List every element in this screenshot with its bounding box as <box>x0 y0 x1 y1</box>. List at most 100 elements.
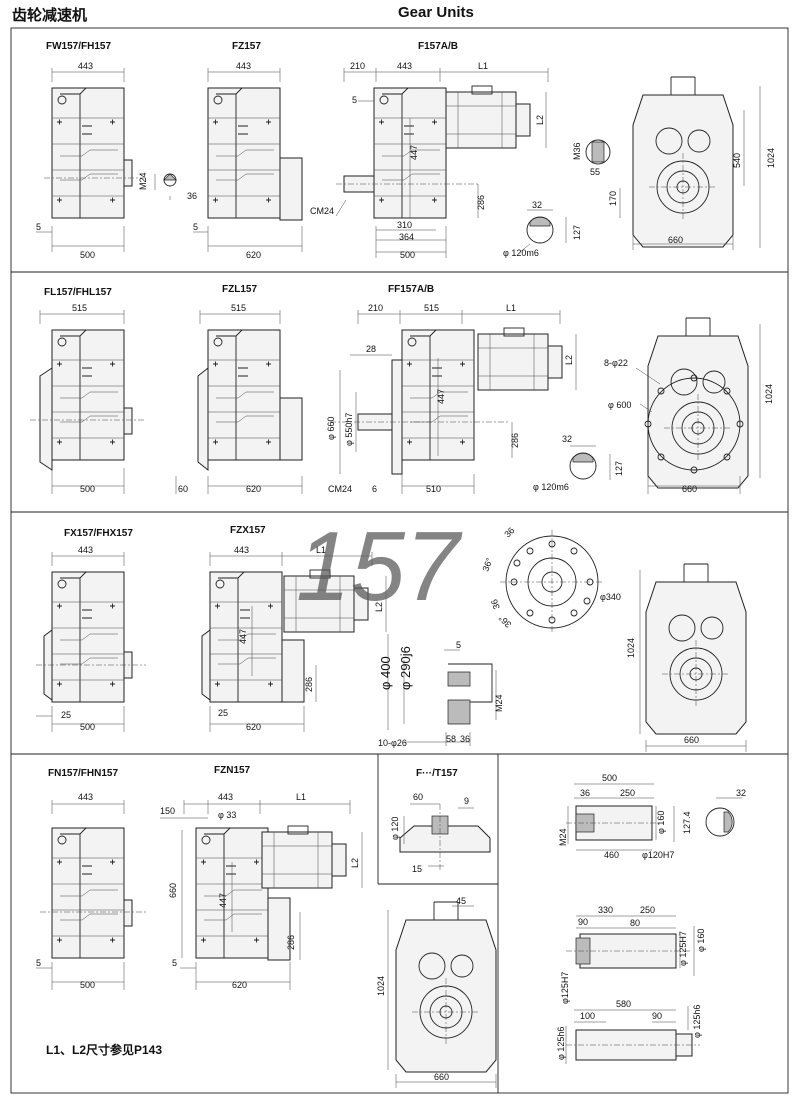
svg-text:127: 127 <box>614 461 624 476</box>
svg-text:φ 33: φ 33 <box>218 810 236 820</box>
dim-443: 443 <box>78 61 93 71</box>
view-fz157: 443 5 620 <box>193 61 303 260</box>
row1: FW157/FH157 FZ157 F157A/B 443 5 500 M24 … <box>36 41 776 260</box>
svg-text:620: 620 <box>246 484 261 494</box>
watermark-157: 157 <box>296 511 463 621</box>
svg-text:660: 660 <box>682 484 697 494</box>
view-output-shaft: 580 100 90 φ 125h6 φ 125h6 <box>556 999 702 1064</box>
svg-text:660: 660 <box>668 235 683 245</box>
svg-text:10-φ26: 10-φ26 <box>378 738 407 748</box>
svg-text:1024: 1024 <box>764 384 774 404</box>
svg-text:25: 25 <box>218 708 228 718</box>
svg-text:CM24: CM24 <box>310 206 334 216</box>
svg-text:φ 125h6: φ 125h6 <box>692 1005 702 1038</box>
svg-text:5: 5 <box>36 958 41 968</box>
svg-text:36: 36 <box>187 191 197 201</box>
svg-text:100: 100 <box>580 1011 595 1021</box>
svg-text:φ 120: φ 120 <box>390 817 400 840</box>
svg-text:36°: 36° <box>480 556 494 573</box>
svg-text:90: 90 <box>578 917 588 927</box>
svg-text:L1: L1 <box>296 792 306 802</box>
svg-text:510: 510 <box>426 484 441 494</box>
row3: FX157/FHX157 FZX157 443 25 500 443 L1 L2… <box>36 525 747 752</box>
svg-text:515: 515 <box>72 303 87 313</box>
svg-text:447: 447 <box>436 389 446 404</box>
reference-note: L1、L2尺寸参见P143 <box>46 1043 163 1057</box>
svg-text:φ 120m6: φ 120m6 <box>503 248 539 258</box>
svg-text:170: 170 <box>608 191 618 206</box>
view-fw157: 443 5 500 M24 36 <box>36 61 197 260</box>
view-fx-front: 660 1024 <box>626 563 747 752</box>
svg-text:CM24: CM24 <box>328 484 352 494</box>
svg-text:310: 310 <box>397 220 412 230</box>
svg-text:515: 515 <box>424 303 439 313</box>
svg-text:M24: M24 <box>494 694 504 712</box>
svg-text:φ340: φ340 <box>600 592 621 602</box>
svg-text:L2: L2 <box>374 602 384 612</box>
svg-text:5: 5 <box>456 640 461 650</box>
title-fz157: FZ157 <box>232 41 261 52</box>
title-fzn157: FZN157 <box>214 765 251 776</box>
svg-text:L2: L2 <box>535 115 545 125</box>
svg-text:1024: 1024 <box>376 976 386 996</box>
svg-text:330: 330 <box>598 905 613 915</box>
svg-text:500: 500 <box>80 980 95 990</box>
svg-text:φ 125h6: φ 125h6 <box>556 1027 566 1060</box>
svg-text:500: 500 <box>400 250 415 260</box>
svg-text:32: 32 <box>532 200 542 210</box>
svg-text:1024: 1024 <box>626 638 636 658</box>
dim-500: 500 <box>80 250 95 260</box>
svg-text:660: 660 <box>684 735 699 745</box>
svg-text:443: 443 <box>78 792 93 802</box>
row4: FN157/FHN157 FZN157 F···/T157 443 5 500 … <box>36 765 746 1088</box>
svg-text:500: 500 <box>602 773 617 783</box>
svg-text:660: 660 <box>434 1072 449 1082</box>
svg-text:5: 5 <box>172 958 177 968</box>
svg-text:620: 620 <box>246 250 261 260</box>
svg-text:L2: L2 <box>564 355 574 365</box>
svg-text:540: 540 <box>732 153 742 168</box>
title-ff157ab: FF157A/B <box>388 284 434 295</box>
svg-text:L1: L1 <box>506 303 516 313</box>
svg-text:8-φ22: 8-φ22 <box>604 358 628 368</box>
svg-text:447: 447 <box>238 629 248 644</box>
svg-text:620: 620 <box>232 980 247 990</box>
svg-text:φ 160: φ 160 <box>656 811 666 834</box>
svg-text:364: 364 <box>399 232 414 242</box>
svg-text:32: 32 <box>562 434 572 444</box>
title-fzx157: FZX157 <box>230 525 266 536</box>
view-fzl157: 515 60 620 <box>175 303 303 494</box>
svg-text:φ 600: φ 600 <box>608 400 631 410</box>
svg-text:1024: 1024 <box>766 148 776 168</box>
svg-text:36°: 36° <box>496 613 513 630</box>
svg-text:443: 443 <box>234 545 249 555</box>
svg-text:60: 60 <box>178 484 188 494</box>
svg-text:6: 6 <box>372 484 377 494</box>
svg-text:210: 210 <box>368 303 383 313</box>
title-fn157: FN157/FHN157 <box>48 768 118 779</box>
svg-text:460: 460 <box>604 850 619 860</box>
svg-text:5: 5 <box>193 222 198 232</box>
title-fzl157: FZL157 <box>222 284 257 295</box>
view-f157ab: 210 443 L1 L2 5 447 286 CM24 310 364 500 <box>310 61 776 260</box>
svg-text:250: 250 <box>620 788 635 798</box>
svg-text:L2: L2 <box>350 858 360 868</box>
svg-text:φ120H7: φ120H7 <box>642 850 674 860</box>
svg-text:36: 36 <box>460 734 470 744</box>
view-hollow-shaft: 330 250 90 80 φ 125H7 φ 160 φ125H7 <box>560 905 706 1004</box>
svg-text:φ125H7: φ125H7 <box>560 972 570 1004</box>
svg-text:9: 9 <box>464 796 469 806</box>
svg-text:φ 160: φ 160 <box>696 929 706 952</box>
svg-text:5: 5 <box>36 222 41 232</box>
header-title-en: Gear Units <box>398 4 474 21</box>
svg-text:127.4: 127.4 <box>682 811 692 834</box>
svg-text:60: 60 <box>413 792 423 802</box>
svg-text:5: 5 <box>352 95 357 105</box>
svg-text:515: 515 <box>231 303 246 313</box>
title-ft157: F···/T157 <box>416 768 458 779</box>
svg-text:L1: L1 <box>316 545 326 555</box>
svg-text:500: 500 <box>80 484 95 494</box>
svg-text:286: 286 <box>304 677 314 692</box>
svg-text:φ 660: φ 660 <box>326 417 336 440</box>
